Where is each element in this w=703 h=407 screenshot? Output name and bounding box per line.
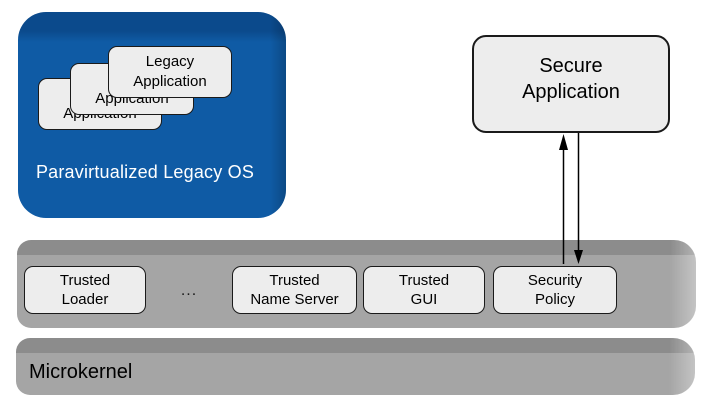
trusted-gui-node: Trusted GUI bbox=[363, 266, 485, 314]
ellipsis-label: ... bbox=[180, 282, 198, 299]
arrow-up-head bbox=[559, 134, 568, 150]
trusted-name-server-node: Trusted Name Server bbox=[232, 266, 357, 314]
legacy-application-node-front: Legacy Application bbox=[108, 46, 232, 98]
trusted-loader-node: Trusted Loader bbox=[24, 266, 146, 314]
secure-application-node: Secure Application bbox=[472, 35, 670, 133]
paravirtualized-legacy-os-label: Paravirtualized Legacy OS bbox=[35, 162, 255, 182]
security-policy-node: Security Policy bbox=[493, 266, 617, 314]
trusted-services-bar: Trusted Loader ... Trusted Name Server T… bbox=[17, 240, 696, 328]
microkernel-bar: Microkernel bbox=[16, 338, 695, 395]
paravirtualized-legacy-os-box: Legacy Application Legacy Application Le… bbox=[18, 12, 286, 218]
microkernel-label: Microkernel bbox=[29, 361, 133, 383]
